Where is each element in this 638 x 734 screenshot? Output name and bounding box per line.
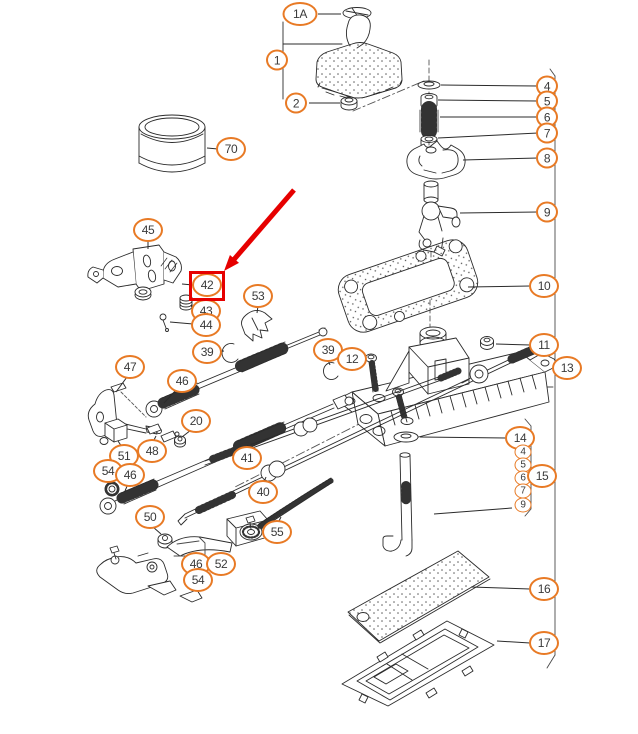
part-shift-knob-1	[315, 14, 403, 99]
callout-46[interactable]: 46	[115, 463, 145, 487]
part-clip-39a	[221, 343, 239, 363]
callout-1A[interactable]: 1A	[282, 2, 318, 26]
part-emblem-1a	[342, 7, 372, 19]
callout-44[interactable]: 44	[191, 313, 221, 337]
callout-1[interactable]: 1	[266, 49, 288, 71]
part-bolt-12	[365, 353, 408, 420]
part-rod-40	[177, 343, 542, 526]
bracket-1	[282, 21, 343, 100]
callout-40[interactable]: 40	[248, 480, 278, 504]
part-block-51	[104, 418, 128, 443]
callout-53[interactable]: 53	[243, 284, 273, 308]
callout-50[interactable]: 50	[135, 505, 165, 529]
callout-13[interactable]: 13	[552, 356, 582, 380]
callout-16[interactable]: 16	[529, 577, 559, 601]
part-bolt-45	[142, 247, 154, 277]
part-washer-54	[104, 481, 120, 497]
callout-12[interactable]: 12	[337, 347, 367, 371]
part-bracket-42	[87, 244, 182, 301]
part-cam-8	[406, 140, 466, 180]
part-clip-39b	[323, 362, 339, 380]
part-lever-9	[418, 180, 461, 257]
callout-20[interactable]: 20	[181, 409, 211, 433]
callout-55[interactable]: 55	[262, 520, 292, 544]
part-stud-44	[159, 313, 169, 332]
part-gasket-10	[337, 239, 479, 333]
callout-7[interactable]: 7	[514, 483, 532, 499]
callout-54[interactable]: 54	[183, 568, 213, 592]
callout-47[interactable]: 47	[115, 355, 145, 379]
callout-42[interactable]: 42	[192, 273, 222, 297]
part-nut-20	[174, 435, 186, 448]
part-rod-14	[382, 431, 419, 557]
callout-46[interactable]: 46	[167, 369, 197, 393]
callout-15[interactable]: 15	[527, 464, 557, 488]
axis-lines	[120, 59, 432, 488]
callout-9[interactable]: 9	[536, 201, 558, 223]
part-clip-53	[241, 310, 273, 342]
callout-10[interactable]: 10	[529, 274, 559, 298]
callout-45[interactable]: 45	[133, 218, 163, 242]
callout-39[interactable]: 39	[192, 340, 222, 364]
callout-7[interactable]: 7	[536, 122, 558, 144]
part-lever-52	[96, 510, 269, 603]
part-sleeve-70	[138, 114, 206, 173]
callout-11[interactable]: 11	[529, 333, 559, 357]
part-nut-11	[480, 336, 494, 350]
callout-48[interactable]: 48	[137, 439, 167, 463]
callout-17[interactable]: 17	[529, 631, 559, 655]
part-nut-50	[157, 533, 173, 549]
part-stack-4567	[417, 80, 441, 148]
part-frame-17	[341, 620, 495, 707]
callout-2[interactable]: 2	[285, 92, 307, 114]
callout-70[interactable]: 70	[216, 137, 246, 161]
callout-9[interactable]: 9	[514, 497, 532, 513]
highlight-box	[189, 271, 225, 301]
part-mat-16	[347, 550, 491, 644]
part-nut-2	[340, 96, 358, 111]
callout-8[interactable]: 8	[536, 147, 558, 169]
callout-41[interactable]: 41	[232, 446, 262, 470]
part-relay-lever-47	[87, 382, 162, 445]
